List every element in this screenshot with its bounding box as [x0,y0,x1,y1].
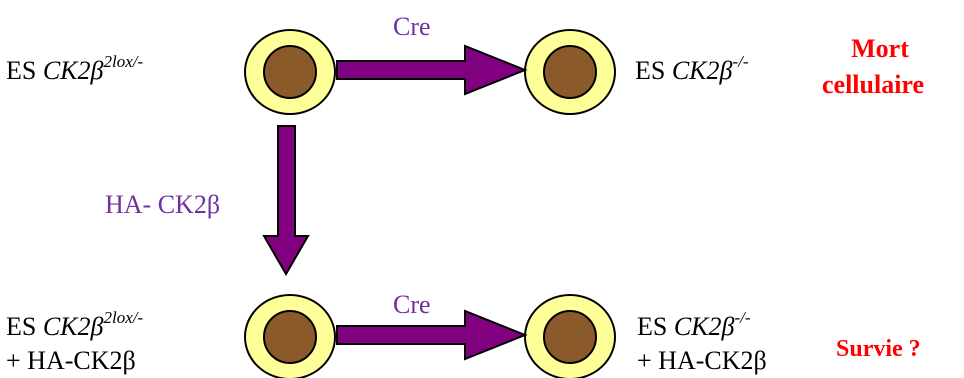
cell-top-left [244,29,336,115]
cell-top-right [524,29,616,115]
arrow-label-ha-ck2b: HA- CK2β [105,190,221,219]
outcome-cell-death-line2: cellulaire [822,70,925,99]
arrow-label-cre-bottom: Cre [393,290,431,319]
label-ha-ck2b-bottom-left: + HA-CK2β [6,346,136,375]
arrow-label-cre-top: Cre [393,12,431,41]
outcome-cell-death-line1: Mort [851,34,909,63]
cell-bottom-right [524,294,616,378]
label-es-2lox-bottom: ES CK2β2lox/- [6,308,144,341]
outcome-survival: Survie ? [836,336,921,362]
arrow-vertical-ha [262,125,310,276]
arrow-bottom-cre [336,309,528,361]
label-es-null-bottom: ES CK2β-/- [637,308,751,341]
arrow-top-cre [336,44,528,96]
cell-bottom-left [244,294,336,378]
label-ha-ck2b-bottom-right: + HA-CK2β [637,346,767,375]
label-es-null-top: ES CK2β-/- [635,52,749,85]
label-es-2lox-top: ES CK2β2lox/- [6,52,144,85]
